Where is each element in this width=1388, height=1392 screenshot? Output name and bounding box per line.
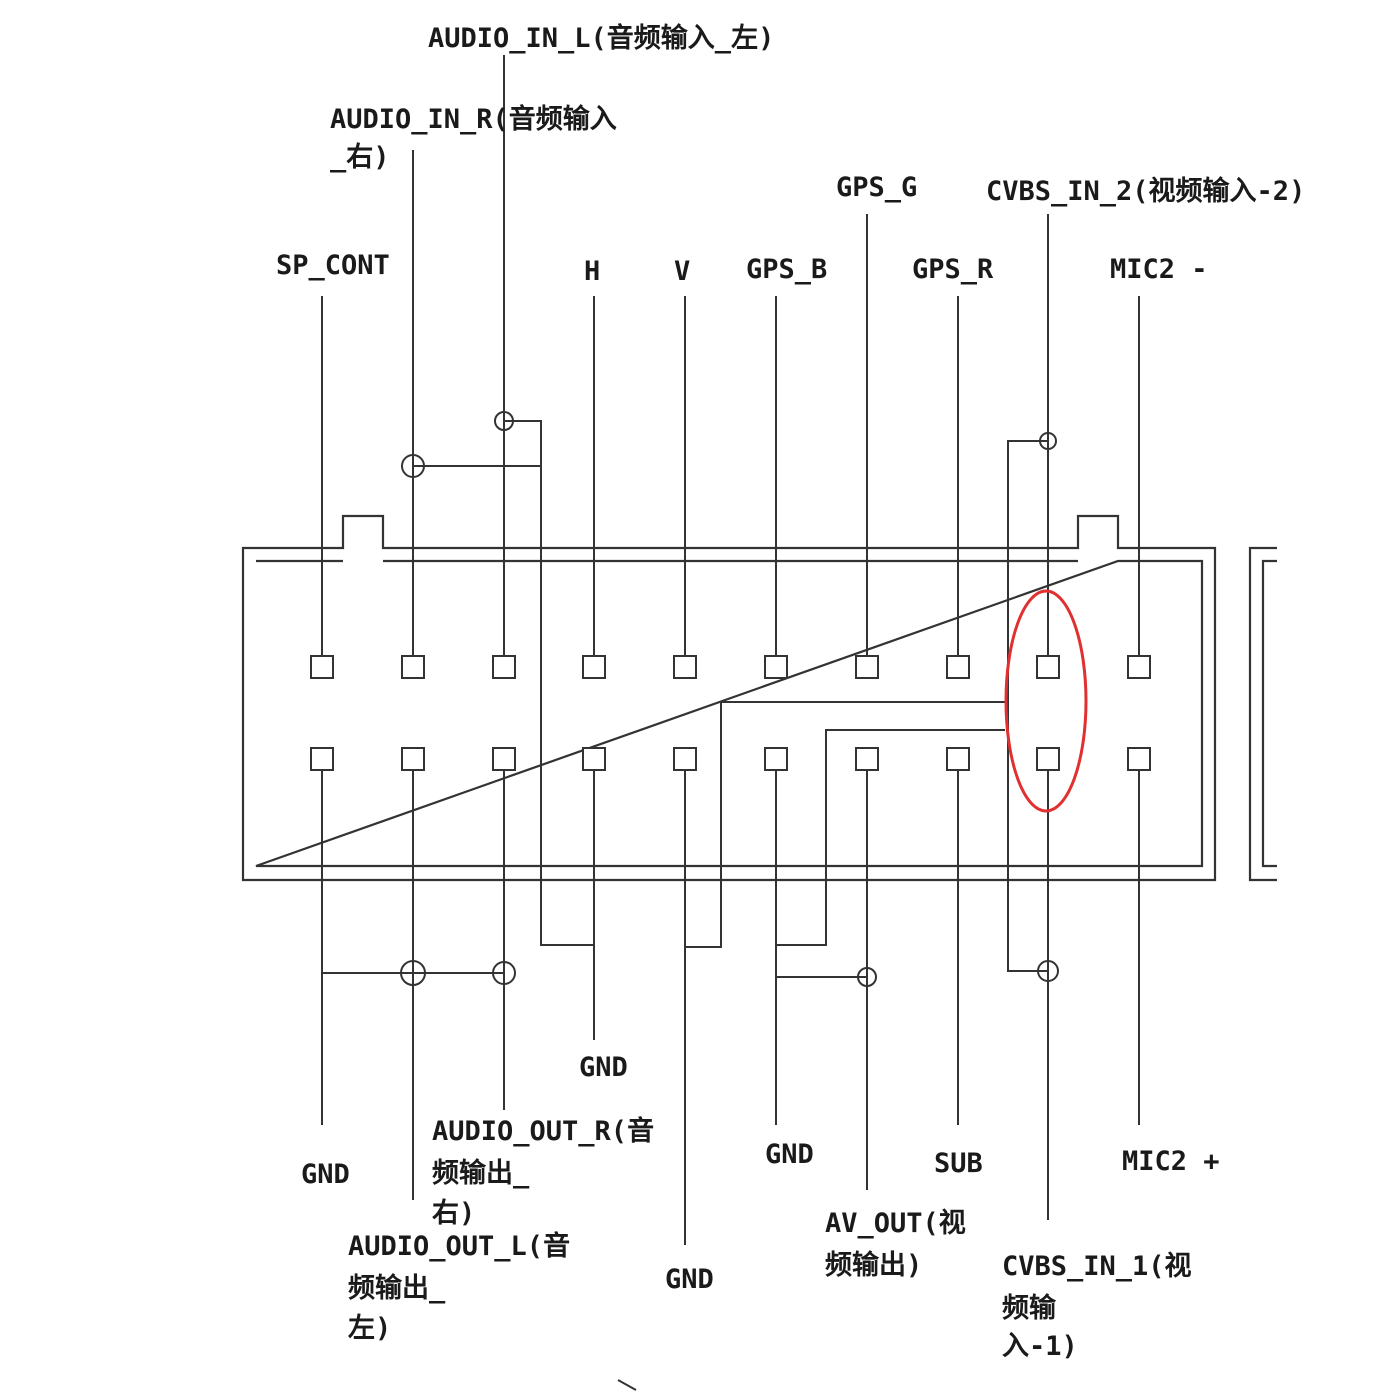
bottom-wires — [321, 770, 1140, 1245]
label-gnd-center: GND — [579, 1052, 628, 1083]
label-cvbs-in-2: CVBS_IN_2(视频输入-2) — [986, 175, 1305, 207]
connector-housing — [241, 514, 1277, 882]
label-audio-in-l: AUDIO_IN_L(音频输入_左) — [428, 22, 774, 54]
label-v: V — [674, 256, 690, 287]
label-audio-in-r-line1: AUDIO_IN_R(音频输入 — [330, 103, 617, 135]
label-gps-r: GPS_R — [912, 254, 994, 285]
label-audio-in-r-line2: _右) — [330, 142, 390, 173]
label-mic2-plus: MIC2 + — [1122, 1146, 1220, 1177]
label-cvbs-in-1-line3: 入-1) — [1002, 1331, 1078, 1362]
pins-top-row — [310, 655, 1151, 679]
label-sub: SUB — [934, 1148, 983, 1179]
label-gnd-right: GND — [765, 1139, 814, 1170]
label-audio-out-l-line3: 左) — [348, 1313, 391, 1344]
label-cvbs-in-1-line2: 频输 — [1002, 1292, 1057, 1324]
label-mic2-minus: MIC2 - — [1110, 254, 1208, 285]
label-gps-b: GPS_B — [746, 254, 827, 285]
label-gnd-left: GND — [301, 1159, 350, 1190]
label-audio-out-l-line2: 频输出_ — [348, 1272, 446, 1304]
cvbs-highlight-ellipse — [1004, 589, 1088, 813]
label-audio-out-l-line1: AUDIO_OUT_L(音 — [348, 1230, 570, 1262]
top-labels: AUDIO_IN_L(音频输入_左) AUDIO_IN_R(音频输入 _右) S… — [276, 22, 1305, 287]
routing-wires — [322, 420, 1048, 978]
label-gnd-bottom: GND — [665, 1264, 714, 1295]
label-audio-out-r-line3: 右) — [432, 1198, 475, 1229]
pins-bottom-row — [310, 747, 1151, 771]
label-sp-cont: SP_CONT — [276, 250, 390, 281]
label-audio-out-r-line2: 频输出_ — [432, 1157, 530, 1189]
top-wires — [321, 55, 1140, 656]
bottom-labels: GND AUDIO_OUT_R(音 频输出_ 右) GND GND SUB MI… — [301, 1052, 1220, 1362]
label-cvbs-in-1-line1: CVBS_IN_1(视 — [1002, 1251, 1192, 1282]
label-audio-out-r-line1: AUDIO_OUT_R(音 — [432, 1115, 654, 1147]
junctions — [400, 411, 1059, 987]
label-h: H — [584, 256, 600, 287]
label-av-out-line1: AV_OUT(视 — [825, 1208, 966, 1239]
label-av-out-line2: 频输出) — [825, 1249, 922, 1281]
label-gps-g: GPS_G — [836, 172, 917, 203]
